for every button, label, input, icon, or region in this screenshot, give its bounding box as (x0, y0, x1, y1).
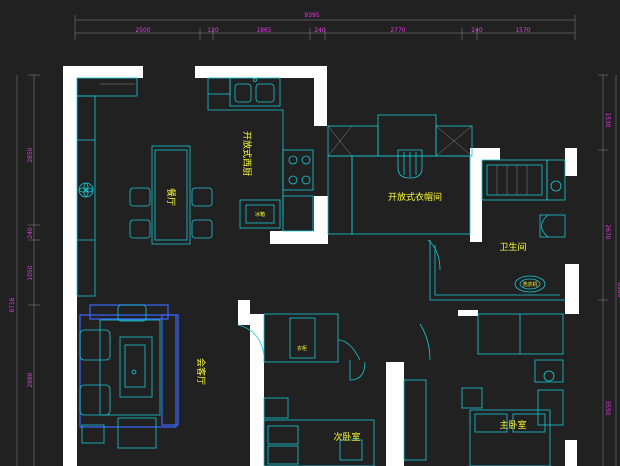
living-room-label: 会客厅 (195, 358, 207, 385)
dim-left-4: 2980 (27, 372, 34, 387)
door-swing-2 (427, 239, 441, 271)
second-bedroom-fixtures: 衣柜 (263, 313, 375, 466)
dim-top-7: 1570 (515, 27, 530, 34)
fridge: 冰箱 (245, 204, 275, 224)
fridge-label: 冰箱 (255, 211, 265, 218)
second-bedroom-label: 次卧室 (333, 431, 360, 443)
dim-right-total: 8980 (616, 282, 620, 297)
walk-in-closet-label: 开放式衣帽间 (388, 191, 442, 203)
kitchen-counter (207, 77, 314, 232)
dim-top-3: 1865 (256, 27, 271, 34)
bathroom-fixtures: 洗衣机 (429, 159, 566, 301)
dim-left-3: 1050 (27, 265, 34, 280)
closet-fixtures (327, 114, 473, 235)
left-cabinet (76, 77, 138, 297)
dim-left-total: 8716 (9, 297, 16, 312)
walls (63, 66, 579, 466)
fan-icon (78, 182, 94, 198)
left-dimension-lines: 8716 2850 240 1050 2980 (9, 74, 40, 466)
dim-right-2: 2670 (604, 224, 611, 239)
dining-label: 餐厅 (165, 188, 177, 206)
dim-left-2: 240 (27, 227, 34, 239)
master-bedroom-fixtures (403, 313, 564, 466)
cabinet-label: 衣柜 (297, 345, 307, 352)
washer-label: 洗衣机 (522, 281, 537, 288)
overall-dimension: 9395 (304, 12, 319, 19)
dim-top-5: 2770 (390, 27, 405, 34)
door-swing (237, 324, 265, 356)
bathroom-label: 卫生间 (499, 241, 526, 253)
dim-right-3: 3550 (604, 400, 611, 415)
dim-top-4: 240 (314, 27, 326, 34)
dining-table (129, 145, 213, 245)
dim-top-6: 240 (471, 27, 483, 34)
dim-left-1: 2850 (27, 147, 34, 162)
master-bedroom-label: 主卧室 (499, 419, 526, 431)
top-dimension-lines: 9395 2500 120 1865 240 2770 240 1570 (74, 12, 576, 40)
right-dimension-lines: 1530 2670 8980 3550 (598, 74, 620, 466)
dim-top-1: 2500 (135, 27, 150, 34)
open-kitchen-label: 开放式西厨 (241, 131, 253, 176)
dim-right-1: 1530 (604, 112, 611, 127)
dim-top-2: 120 (207, 27, 219, 34)
sofa-area (79, 304, 179, 449)
